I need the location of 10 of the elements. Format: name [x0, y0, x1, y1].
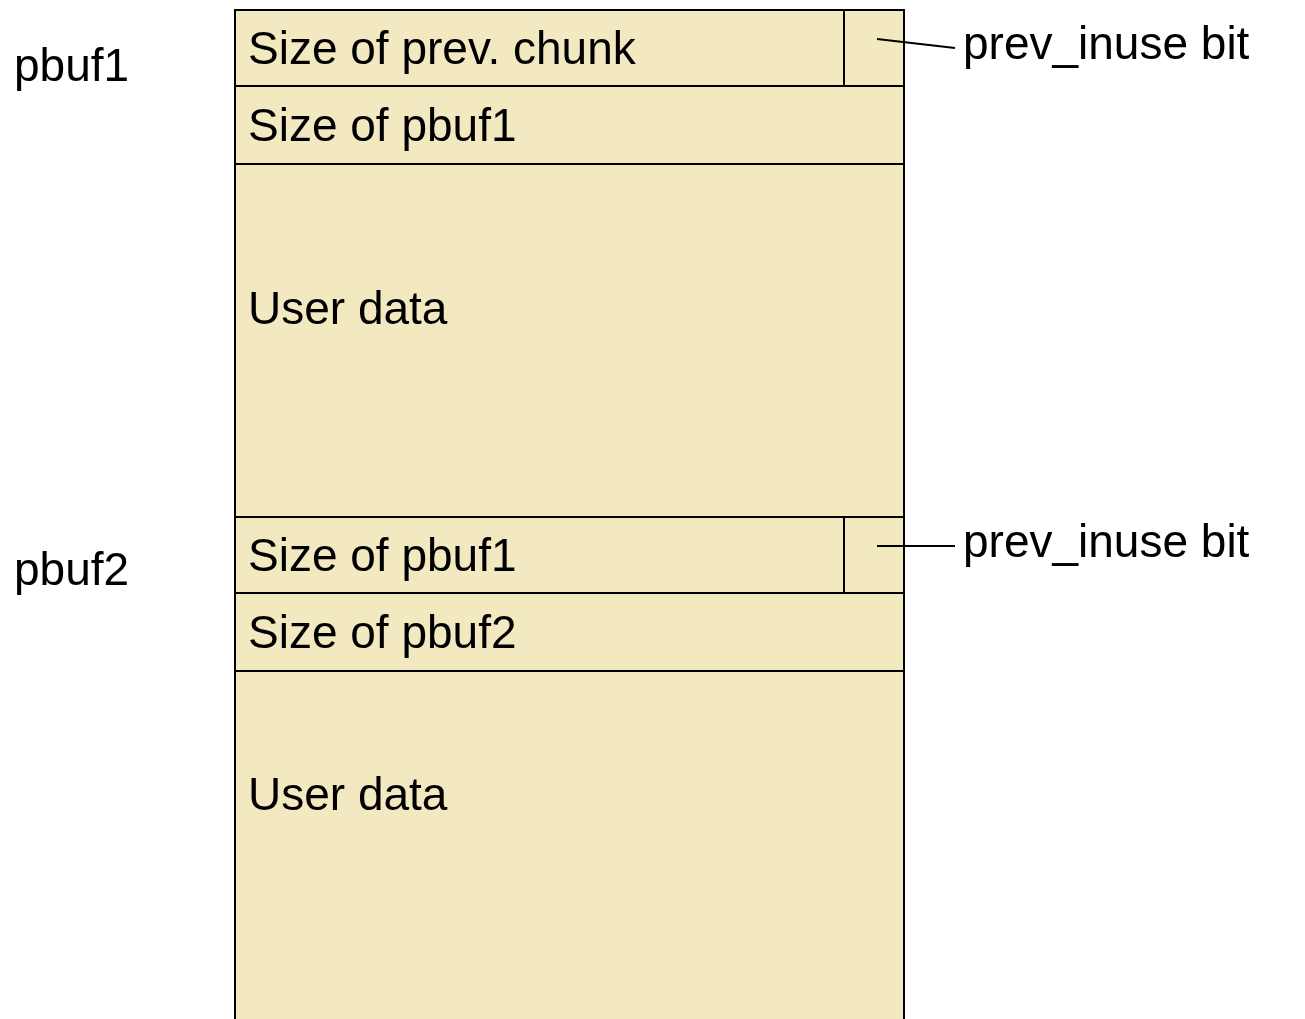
memory-field: Size of prev. chunk — [234, 9, 845, 87]
bit-field — [843, 9, 905, 87]
memory-field: User data — [234, 163, 905, 518]
leader-line — [876, 38, 956, 49]
memory-field: Size of pbuf1 — [234, 85, 905, 165]
leader-line — [876, 545, 956, 547]
bit-field — [843, 516, 905, 594]
memory-field: Size of pbuf2 — [234, 592, 905, 672]
memory-field: User data — [234, 670, 905, 1019]
memory-field: Size of pbuf1 — [234, 516, 845, 594]
